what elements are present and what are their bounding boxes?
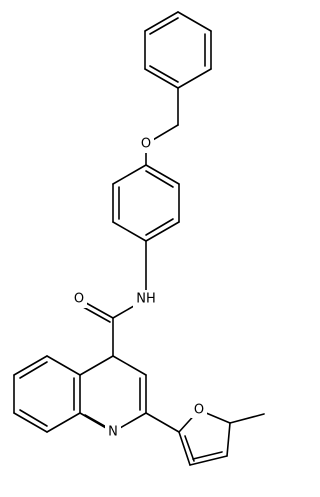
benzyl-phenyl-ring [144,11,212,89]
chemical-structure-diagram: O NH O N O [13,11,265,466]
furan-ring [145,409,231,466]
para-phenylene-ring [112,164,180,242]
methyl-bond [229,413,265,424]
atom-labels: O NH O N O [71,136,207,441]
quinoline-nitrogen-label: N [108,425,118,440]
carbonyl-oxygen-label: O [74,292,84,307]
amide-nitrogen-label: NH [136,292,156,307]
ether-oxygen-label: O [141,137,151,152]
furan-oxygen-label: O [194,403,204,418]
quinoline-ring [13,355,147,433]
